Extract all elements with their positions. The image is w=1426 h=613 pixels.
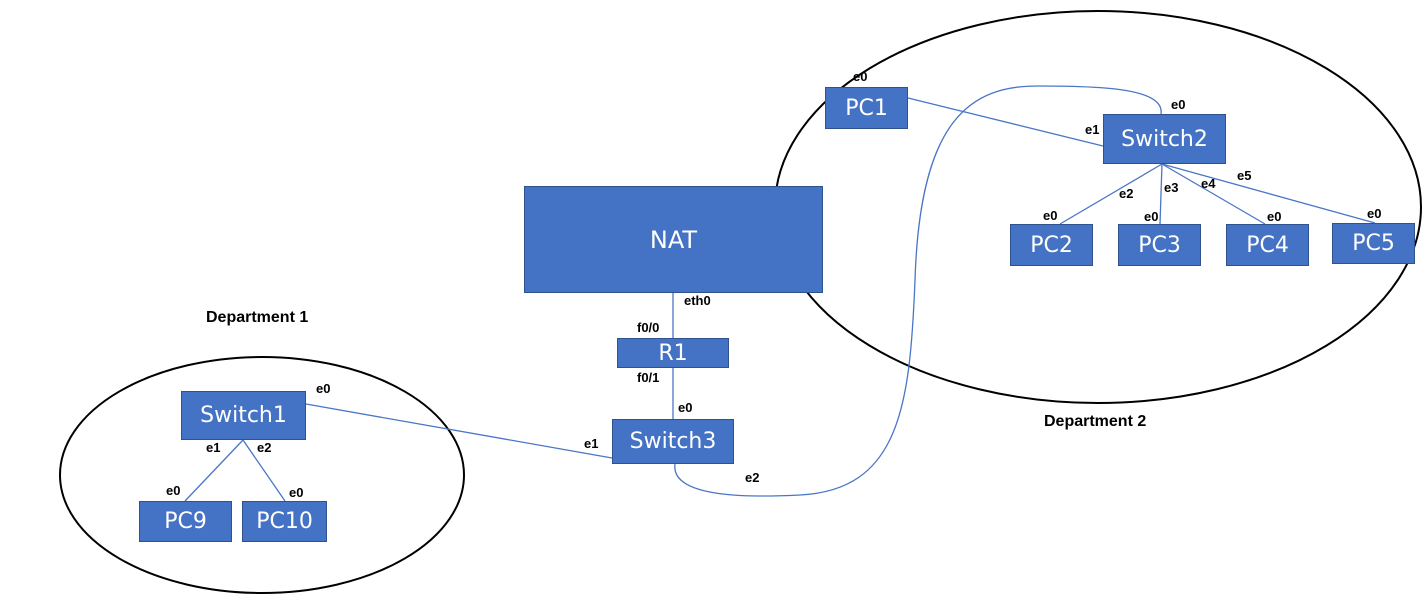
department-1-zone (59, 356, 465, 594)
link-switch1-pc9 (184, 439, 244, 502)
pc3-device[interactable]: PC3 (1118, 224, 1201, 266)
port-label-switch1-e1: e1 (206, 440, 221, 455)
port-label-switch2-e3: e3 (1164, 180, 1179, 195)
port-label-switch3-e0: e0 (678, 400, 693, 415)
port-label-pc2-e0: e0 (1043, 208, 1058, 223)
port-label-r1-f0-0: f0/0 (637, 320, 660, 335)
port-label-pc10-e0: e0 (289, 485, 304, 500)
port-label-switch3-e1: e1 (584, 436, 599, 451)
port-label-switch2-e5: e5 (1237, 168, 1252, 183)
link-switch3-switch2 (674, 85, 1162, 497)
router-r1[interactable]: R1 (617, 338, 729, 368)
port-label-switch2-e4: e4 (1201, 176, 1216, 191)
nat-device[interactable]: NAT (524, 186, 823, 293)
pc4-device[interactable]: PC4 (1226, 224, 1309, 266)
link-switch2-pc1 (907, 97, 1104, 147)
pc1-device[interactable]: PC1 (825, 87, 908, 129)
port-label-switch1-e0: e0 (316, 381, 331, 396)
port-label-pc5-e0: e0 (1367, 206, 1382, 221)
link-switch2-pc2 (1059, 163, 1163, 225)
link-switch1-pc10 (242, 439, 286, 502)
pc2-device[interactable]: PC2 (1010, 224, 1093, 266)
port-label-switch1-e2: e2 (257, 440, 272, 455)
port-label-switch2-e1: e1 (1085, 122, 1100, 137)
port-label-nat-eth0: eth0 (684, 293, 711, 308)
switch1-device[interactable]: Switch1 (181, 391, 306, 440)
link-switch2-pc5 (1161, 163, 1376, 224)
department-2-zone (774, 10, 1422, 404)
department-2-label: Department 2 (1044, 413, 1147, 430)
port-label-switch2-e2: e2 (1119, 186, 1134, 201)
department-1-label: Department 1 (206, 309, 309, 326)
port-label-switch3-e2: e2 (745, 470, 760, 485)
switch2-device[interactable]: Switch2 (1103, 114, 1226, 164)
port-label-pc9-e0: e0 (166, 483, 181, 498)
port-label-pc3-e0: e0 (1144, 209, 1159, 224)
switch3-device[interactable]: Switch3 (612, 419, 734, 464)
port-label-pc1-e0: e0 (853, 69, 868, 84)
link-switch3-switch1 (305, 403, 613, 459)
pc5-device[interactable]: PC5 (1332, 223, 1415, 264)
link-switch2-pc3 (1159, 163, 1163, 225)
pc10-device[interactable]: PC10 (242, 501, 327, 542)
pc9-device[interactable]: PC9 (139, 501, 232, 542)
port-label-pc4-e0: e0 (1267, 209, 1282, 224)
port-label-switch2-e0: e0 (1171, 97, 1186, 112)
port-label-r1-f0-1: f0/1 (637, 370, 660, 385)
link-switch2-pc4 (1161, 163, 1266, 225)
